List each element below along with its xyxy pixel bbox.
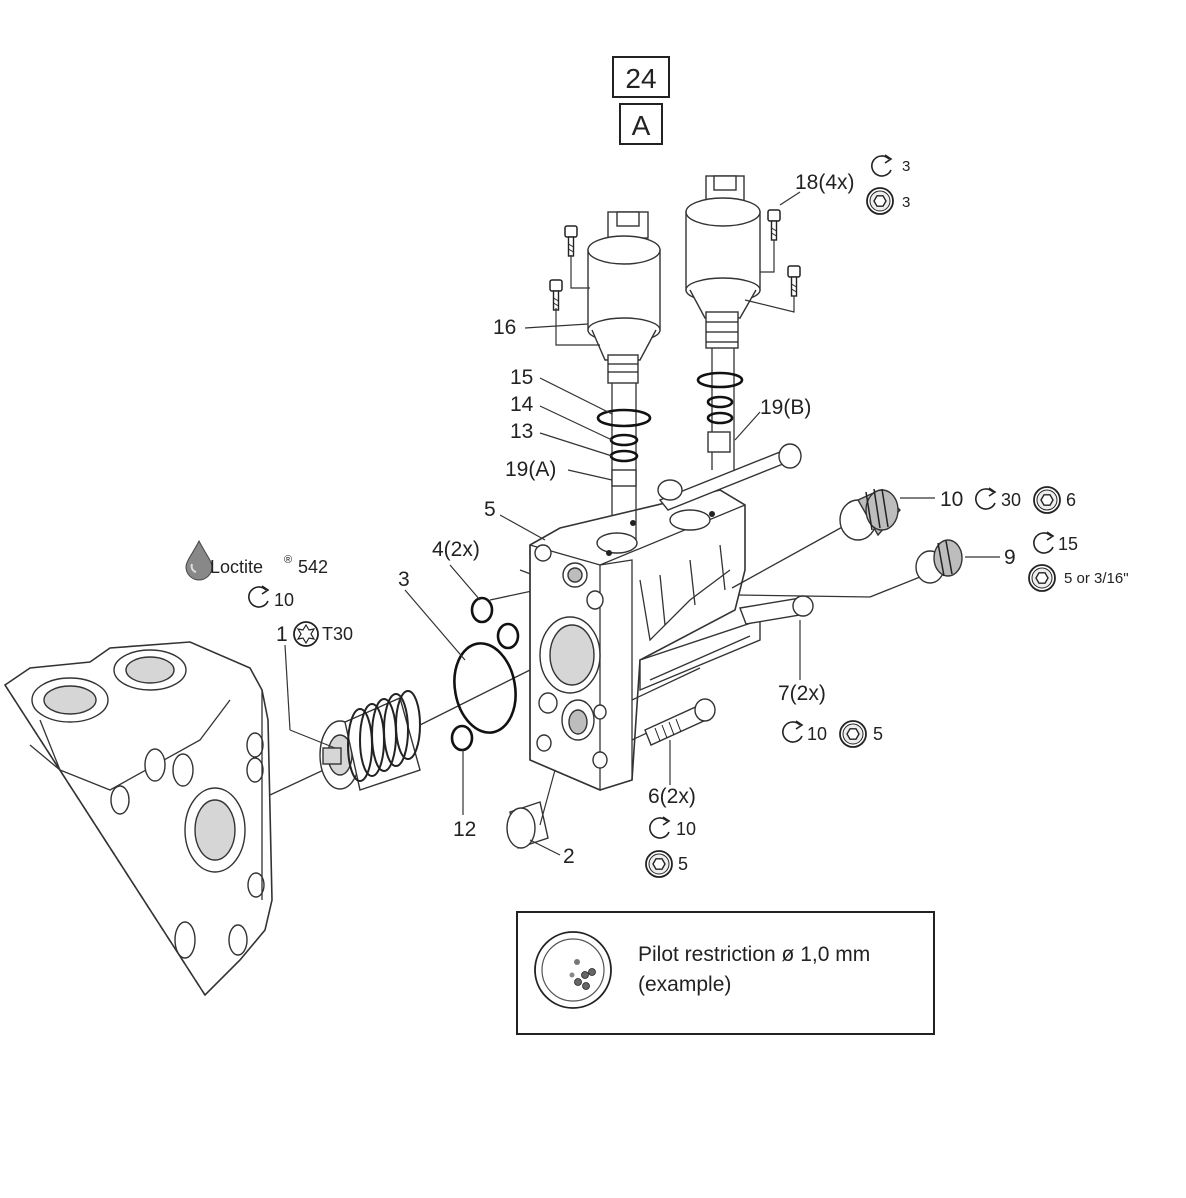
o-ring-4a — [470, 596, 494, 624]
pump-housing — [3, 641, 273, 997]
callout-7: 7(2x) — [778, 682, 826, 705]
o-ring-12 — [450, 724, 474, 752]
torque-arrow-icon — [248, 585, 269, 608]
torque-arrow-icon — [782, 720, 803, 743]
loctite-grade: 542 — [298, 557, 328, 577]
callout-19b: 19(B) — [760, 396, 811, 419]
callout-7-hex: 5 — [873, 724, 883, 744]
callout-4: 4(2x) — [432, 538, 480, 561]
callout-18-torque: 3 — [902, 158, 910, 175]
callout-5: 5 — [484, 498, 496, 521]
torque-arrow-icon — [871, 154, 892, 177]
callout-6: 6(2x) — [648, 785, 696, 808]
view-letter-box: A — [619, 103, 663, 145]
callout-2: 2 — [563, 845, 575, 868]
loctite-torque: 10 — [274, 590, 294, 610]
callout-6-hex: 5 — [678, 854, 688, 874]
callout-7-torque: 10 — [807, 724, 827, 744]
hex-socket-icon — [645, 850, 673, 878]
torque-arrow-icon — [1033, 531, 1054, 554]
hex-socket-icon — [1028, 564, 1056, 592]
callout-16: 16 — [493, 316, 516, 339]
screws-18 — [549, 191, 801, 346]
callout-6-torque: 10 — [676, 819, 696, 839]
oil-drop-icon — [185, 539, 213, 581]
restriction-plug-icon — [534, 931, 612, 1009]
hex-socket-icon — [1033, 486, 1061, 514]
hex-socket-icon — [839, 720, 867, 748]
callout-13: 13 — [510, 420, 533, 443]
callout-19a: 19(A) — [505, 458, 556, 481]
callout-15: 15 — [510, 366, 533, 389]
note-line-2: (example) — [638, 973, 731, 996]
callout-18: 18(4x) — [795, 171, 855, 194]
callout-14: 14 — [510, 393, 534, 416]
callout-10: 10 — [940, 488, 963, 511]
callout-labels: 16 15 14 13 19(A) 19(B) 5 4(2x) 3 12 2 1… — [185, 154, 1129, 878]
spring-insert — [269, 669, 531, 796]
seal-stack-left — [596, 408, 652, 487]
sheet-number: 24 — [625, 63, 656, 94]
valve-body — [529, 489, 761, 791]
bolt-6 — [644, 698, 716, 785]
loctite-brand: Loctite — [210, 557, 263, 577]
callout-10-hex: 6 — [1066, 490, 1076, 510]
plug-10 — [731, 488, 935, 589]
solenoid-right — [685, 175, 761, 470]
callout-9-hex: 5 or 3/16" — [1064, 570, 1129, 587]
leader-lines — [284, 323, 761, 815]
callout-1: 1 — [276, 623, 288, 646]
callout-1-tool: T30 — [322, 624, 353, 644]
plug-2 — [506, 769, 561, 856]
through-bolt-upper — [657, 443, 802, 511]
callout-10-torque: 30 — [1001, 490, 1021, 510]
loctite-reg: ® — [284, 554, 292, 566]
callout-9: 9 — [1004, 546, 1016, 569]
callout-12: 12 — [453, 818, 476, 841]
view-letter: A — [632, 110, 651, 141]
bolt-7 — [739, 595, 814, 680]
hex-socket-icon — [866, 187, 894, 215]
note-line-1: Pilot restriction ø 1,0 mm — [638, 943, 870, 966]
torx-icon — [293, 621, 319, 647]
torque-arrow-icon — [975, 487, 996, 510]
seal-stack-right — [696, 371, 744, 453]
plug-9 — [737, 539, 1000, 598]
pilot-restriction-note: Pilot restriction ø 1,0 mm (example) — [516, 911, 935, 1035]
callout-9-torque: 15 — [1058, 534, 1078, 554]
o-ring-4b — [496, 622, 520, 650]
callout-18-hex: 3 — [902, 194, 910, 211]
sheet-number-box: 24 — [612, 56, 670, 98]
callout-3: 3 — [398, 568, 410, 591]
solenoid-left — [587, 211, 661, 540]
o-ring-3 — [453, 642, 517, 734]
torque-arrow-icon — [649, 816, 670, 839]
